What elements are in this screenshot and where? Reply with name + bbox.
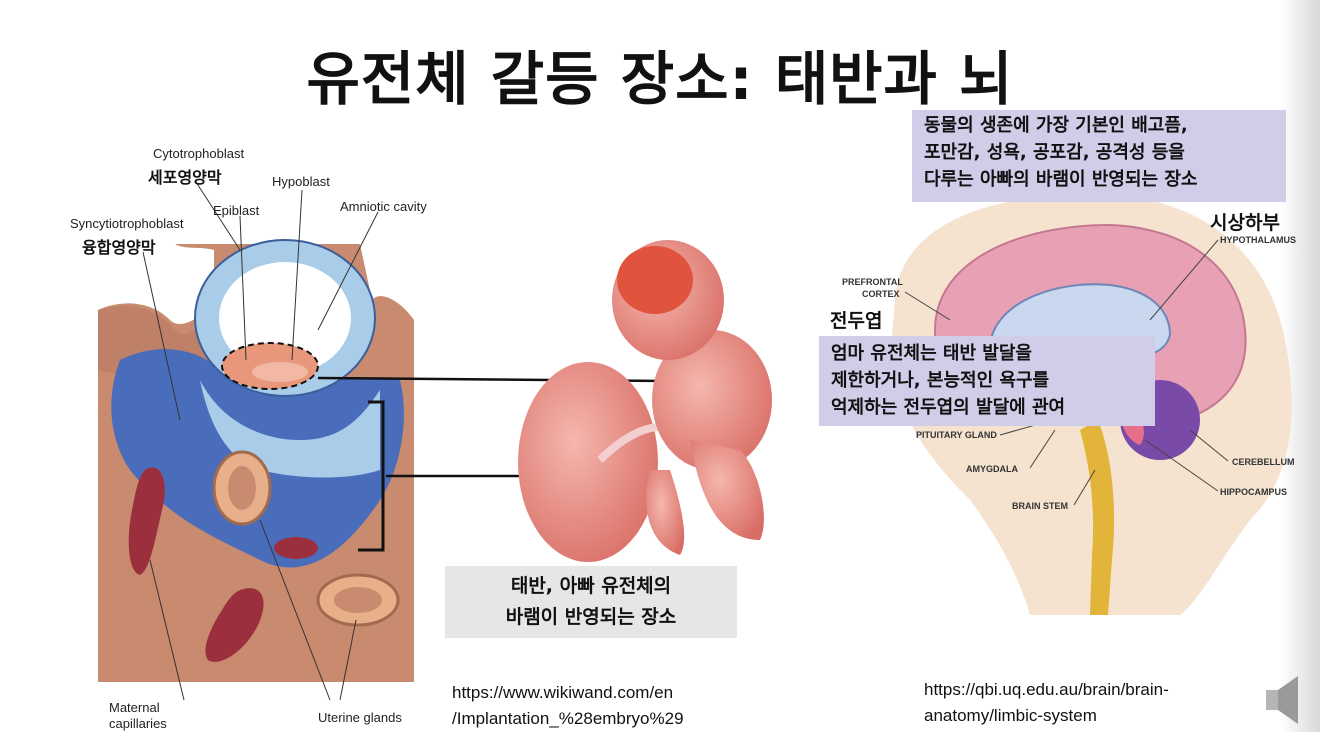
label-epiblast: Epiblast	[213, 203, 260, 218]
label-prefrontal-2: CORTEX	[862, 289, 900, 299]
label-syncytiotrophoblast-ko: 융합영양막	[82, 238, 156, 257]
speaker-icon[interactable]	[1262, 672, 1316, 728]
label-cytotrophoblast-ko: 세포영양막	[148, 168, 222, 187]
label-uterine-glands: Uterine glands	[318, 710, 402, 725]
label-maternal-2: capillaries	[109, 716, 167, 731]
label-hypothalamus: HYPOTHALAMUS	[1220, 235, 1296, 245]
label-brain-stem: BRAIN STEM	[1012, 501, 1068, 511]
label-syncytiotrophoblast: Syncytiotrophoblast	[70, 216, 184, 231]
label-prefrontal-1: PREFRONTAL	[842, 277, 903, 287]
label-hippocampus: HIPPOCAMPUS	[1220, 487, 1288, 497]
label-cytotrophoblast: Cytotrophoblast	[153, 146, 245, 161]
source-link-limbic[interactable]: https://qbi.uq.edu.au/brain/brain- anato…	[924, 680, 1169, 725]
placenta-caption-box: 태반, 아빠 유전체의 바램이 반영되는 장소	[445, 566, 737, 638]
label-maternal-1: Maternal	[109, 700, 160, 715]
label-prefrontal-ko: 전두엽	[830, 310, 883, 332]
source-link-implantation[interactable]: https://www.wikiwand.com/en /Implantatio…	[452, 683, 684, 728]
prefrontal-description-box: 엄마 유전체는 태반 발달을 제한하거나, 본능적인 욕구를 억제하는 전두엽의…	[819, 336, 1155, 426]
label-amniotic-cavity: Amniotic cavity	[340, 199, 427, 214]
label-hypothalamus-ko: 시상하부	[1210, 212, 1280, 234]
slide-title: 유전체 갈등 장소: 태반과 뇌	[306, 45, 1014, 113]
label-hypoblast: Hypoblast	[272, 174, 330, 189]
label-cerebellum: CEREBELLUM	[1232, 457, 1295, 467]
label-amygdala: AMYGDALA	[966, 464, 1018, 474]
hypothalamus-description-box: 동물의 생존에 가장 기본인 배고픔, 포만감, 성욕, 공포감, 공격성 등을…	[912, 110, 1286, 202]
label-pituitary: PITUITARY GLAND	[916, 430, 997, 440]
